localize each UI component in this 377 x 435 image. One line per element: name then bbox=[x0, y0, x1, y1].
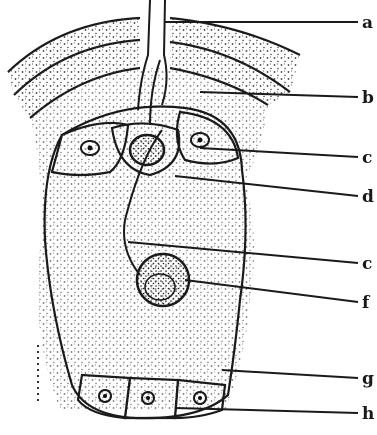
label-h: h bbox=[362, 404, 374, 424]
label-g: g bbox=[362, 369, 374, 389]
polar-nuclei bbox=[137, 254, 189, 306]
label-b: b bbox=[362, 88, 374, 108]
label-c-upper: c bbox=[362, 148, 372, 168]
label-c-lower: c bbox=[362, 254, 372, 274]
label-a: a bbox=[362, 13, 373, 33]
egg-nucleus bbox=[130, 135, 164, 165]
diagram-labels: a b c d c f g h bbox=[362, 13, 374, 424]
label-f: f bbox=[362, 293, 371, 313]
label-d: d bbox=[362, 187, 374, 207]
